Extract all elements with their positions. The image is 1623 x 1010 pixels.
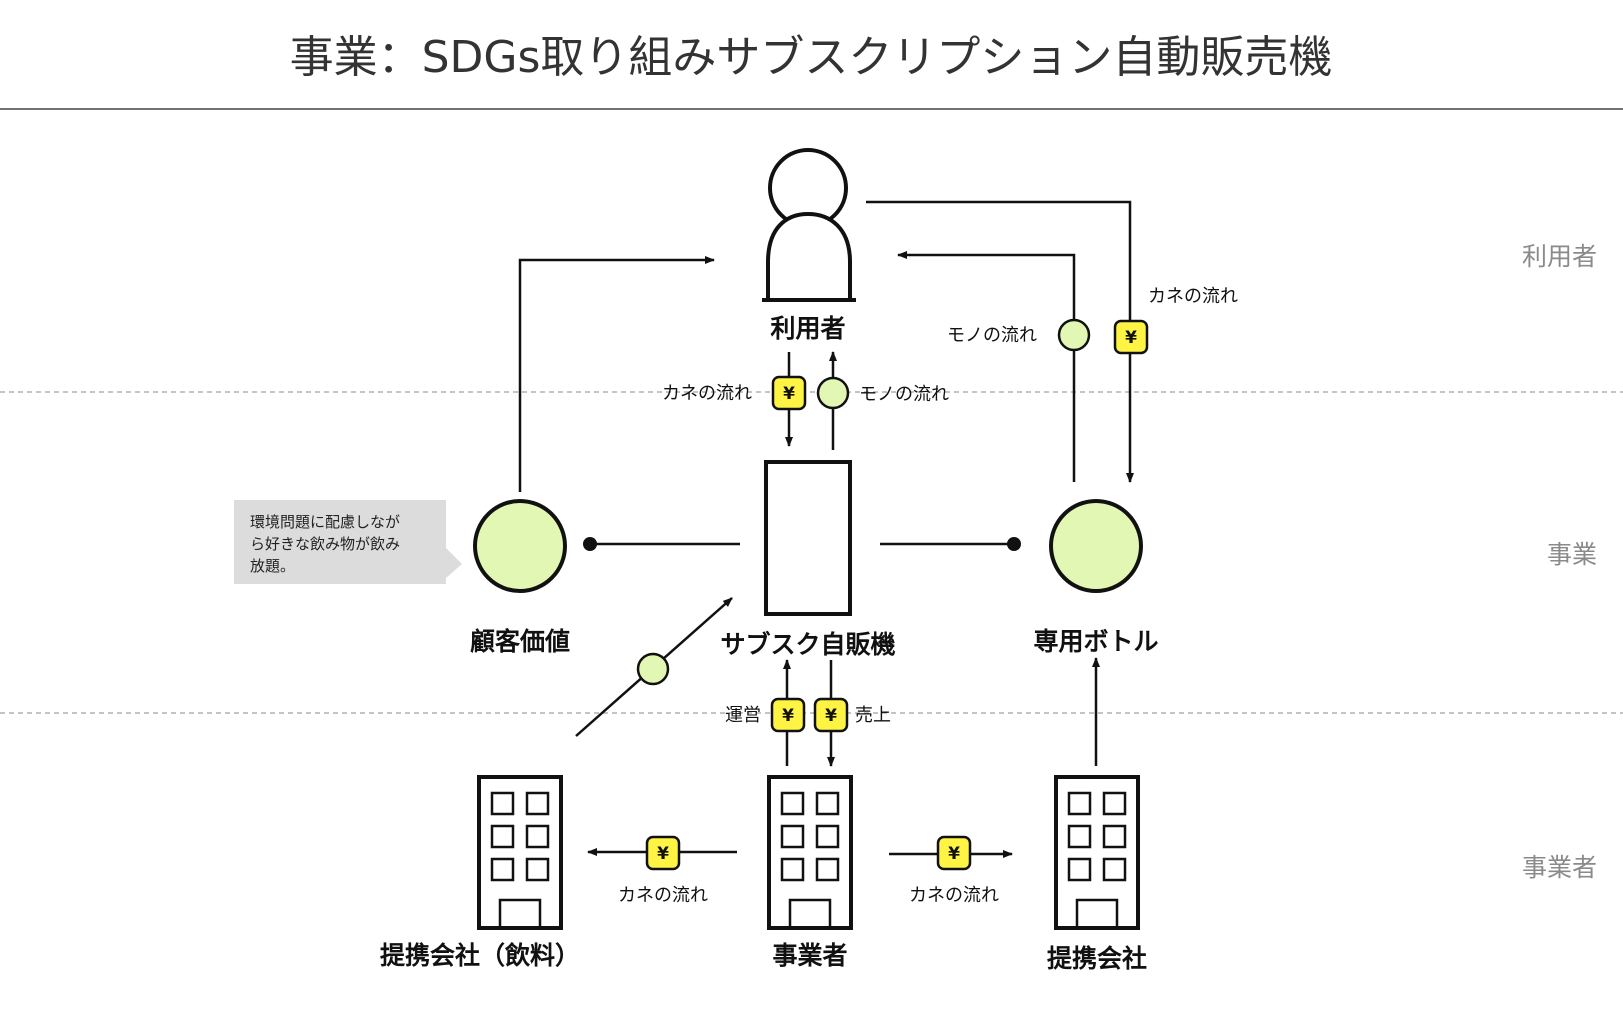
connector-dot	[1007, 537, 1021, 551]
node-label-customer-value: 顧客価値	[470, 627, 570, 656]
building-icon	[1054, 775, 1140, 930]
goods-icon	[816, 376, 850, 410]
customer-value-note: 環境問題に配慮しなが ら好きな飲み物が飲み 放題。	[234, 500, 462, 584]
yen-symbol: ¥	[948, 844, 960, 864]
layer-label-user: 利用者	[1522, 242, 1597, 271]
arrow-bottle-to-user	[897, 251, 1076, 482]
flow-label-vm-user-goods: モノの流れ	[859, 384, 949, 405]
note-line-1: 環境問題に配慮しなが	[250, 513, 400, 531]
layer-label-operator: 事業者	[1522, 853, 1597, 882]
connector-dot	[583, 537, 597, 551]
goods-icon	[636, 652, 670, 686]
yen-icon	[936, 835, 972, 871]
note-line-3: 放題。	[250, 557, 295, 575]
flow-label-bottle-goods: モノの流れ	[947, 325, 1037, 346]
building-icon	[477, 775, 563, 930]
vending-machine-rect	[764, 460, 852, 616]
yen-symbol: ¥	[657, 844, 669, 864]
flow-label-bottle-money: カネの流れ	[1148, 286, 1238, 307]
arrow-user-to-bottle	[866, 200, 1134, 483]
flow-label-vm-user-money: カネの流れ	[662, 383, 752, 404]
node-label-bottle: 専用ボトル	[1033, 627, 1158, 656]
yen-symbol: ¥	[1125, 328, 1137, 348]
flow-label-to-partner-drink: カネの流れ	[618, 885, 708, 906]
arrow-customer-value-to-user	[518, 256, 715, 492]
yen-icon	[645, 835, 681, 871]
node-label-operator: 事業者	[772, 941, 847, 970]
building-icon	[767, 775, 853, 930]
person-icon	[762, 148, 856, 302]
flow-label-sales: 売上	[855, 705, 891, 726]
yen-icon	[770, 697, 806, 733]
flow-label-to-partner: カネの流れ	[909, 885, 999, 906]
note-line-2: ら好きな飲み物が飲み	[250, 535, 400, 553]
yen-icon	[771, 375, 807, 411]
node-label-vending-machine: サブスク自販機	[720, 630, 895, 659]
node-label-user: 利用者	[770, 314, 845, 343]
yen-symbol: ¥	[825, 706, 837, 726]
layer-label-business: 事業	[1547, 540, 1597, 569]
yen-symbol: ¥	[783, 384, 795, 404]
goods-icon	[1057, 318, 1091, 352]
node-label-partner-drink: 提携会社（飲料）	[380, 941, 580, 970]
yen-icon	[1113, 319, 1149, 355]
bottle-circle	[1049, 499, 1143, 593]
node-label-partner: 提携会社	[1047, 944, 1147, 973]
page-title: 事業：SDGs取り組みサブスクリプション自動販売機	[290, 32, 1333, 83]
customer-value-circle	[473, 499, 567, 593]
yen-icon	[813, 697, 849, 733]
flow-label-operation: 運営	[725, 705, 761, 726]
yen-symbol: ¥	[782, 706, 794, 726]
